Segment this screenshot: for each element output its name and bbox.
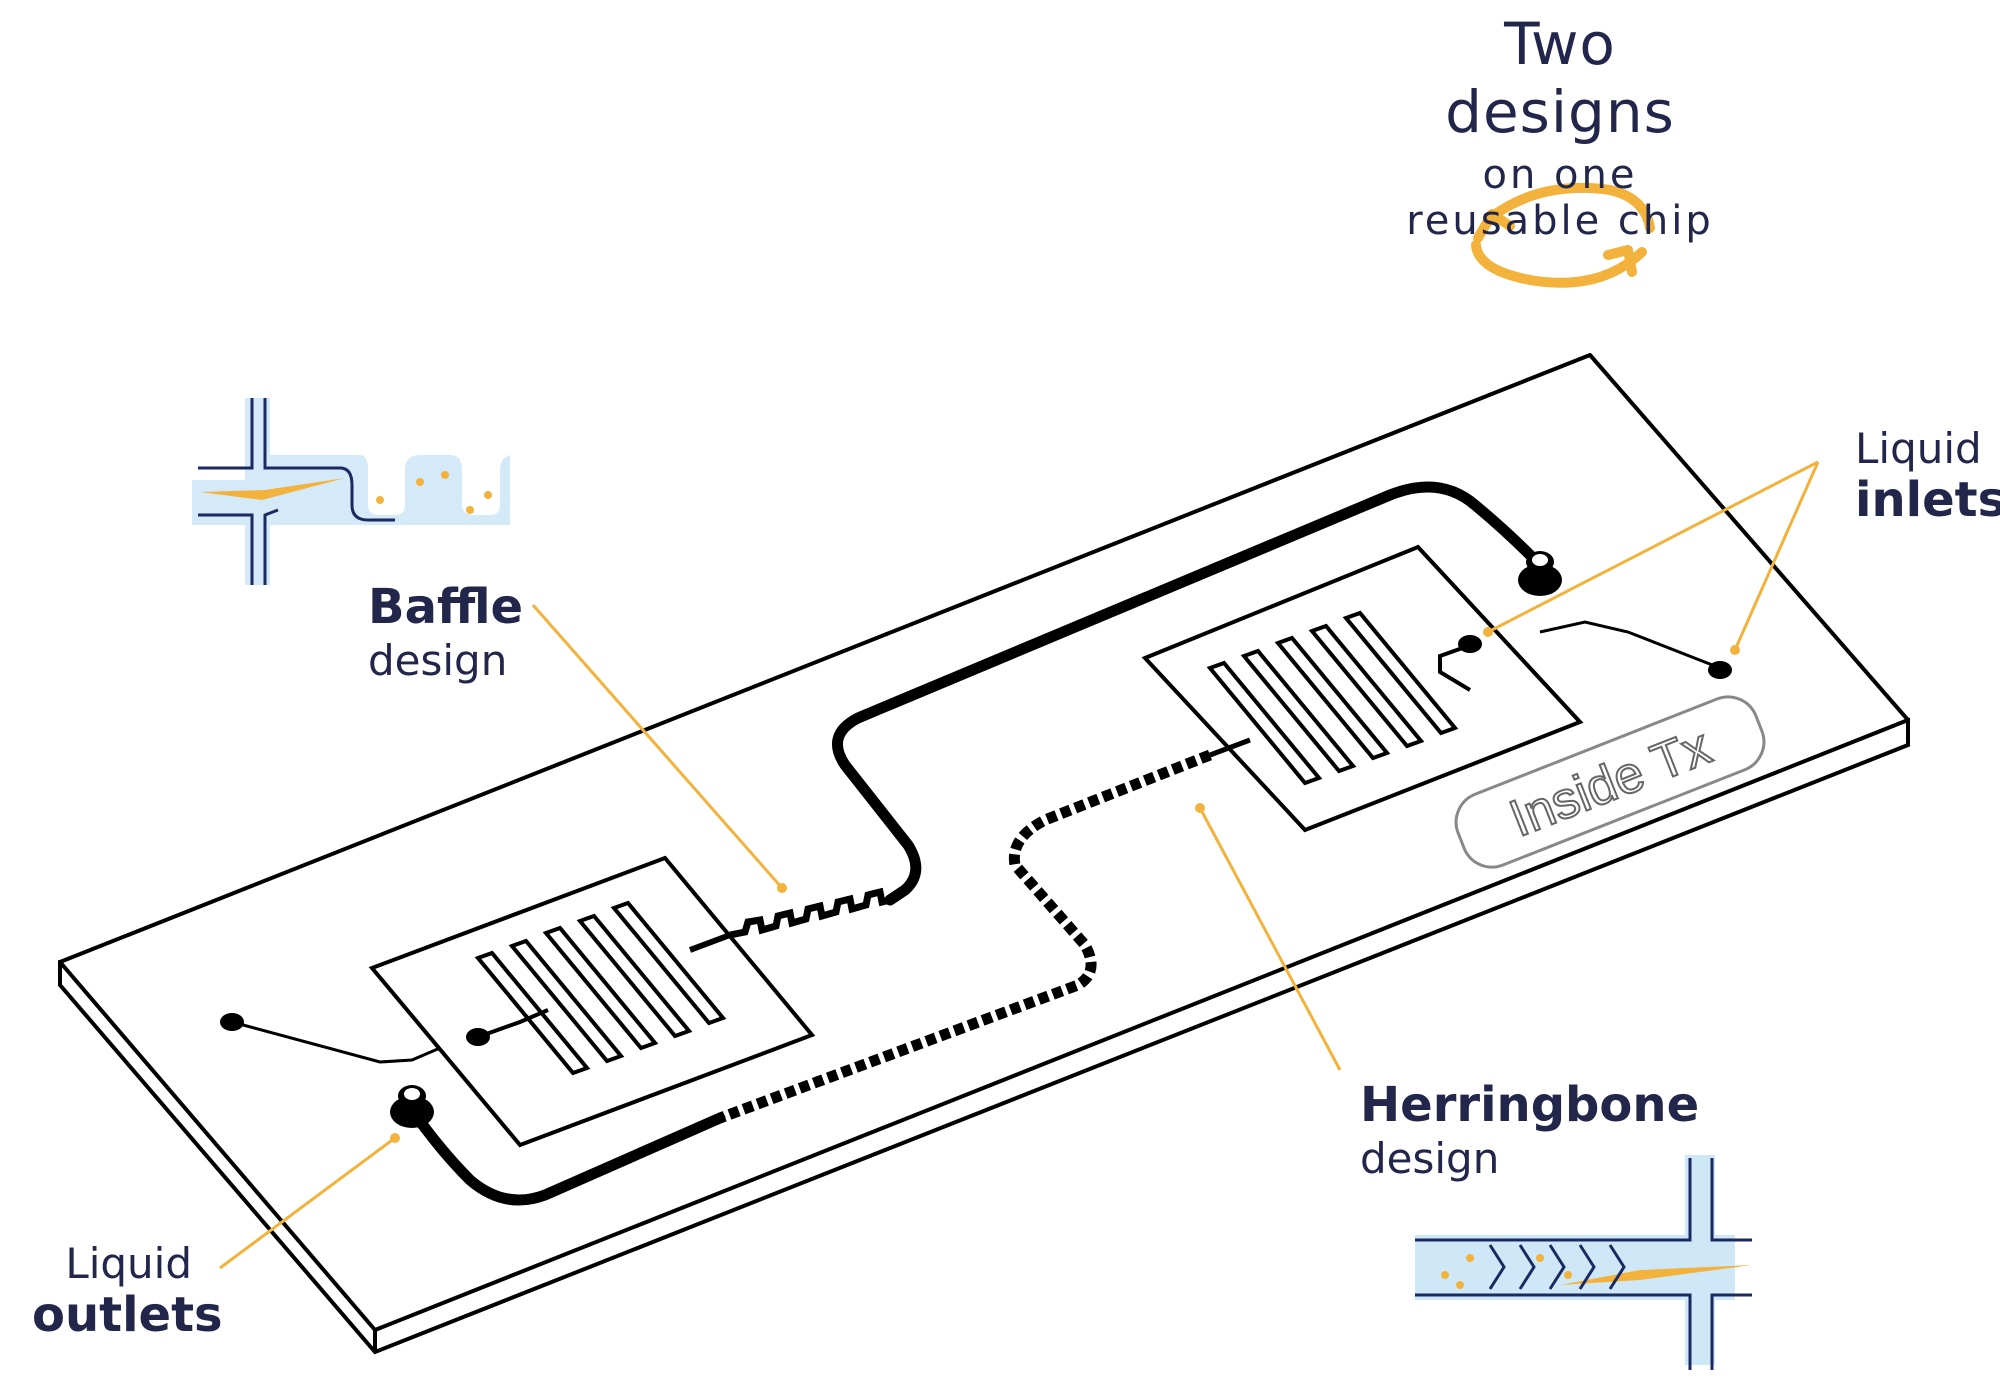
left-mixing-chamber bbox=[368, 855, 816, 1148]
inlets-label: Liquid inlets bbox=[1855, 424, 2000, 529]
herringbone-label: Herringbone design bbox=[1360, 1077, 1700, 1184]
outlets-label-bold: outlets bbox=[32, 1287, 223, 1344]
inlets-label-normal: Liquid bbox=[1855, 424, 1982, 473]
title-line-1: Two designs bbox=[1445, 10, 1675, 146]
swap-arrows-icon bbox=[1471, 183, 1655, 288]
baffle-mixer-icon bbox=[192, 398, 515, 585]
leader-lines bbox=[219, 460, 1820, 1270]
baffle-label-normal: design bbox=[368, 636, 508, 686]
baffle-label: Baffle design bbox=[368, 579, 524, 686]
ports bbox=[220, 551, 1732, 1128]
herringbone-channel bbox=[406, 737, 1251, 1206]
outlets-label-normal: Liquid bbox=[65, 1239, 192, 1288]
inlets-label-bold: inlets bbox=[1855, 472, 2000, 529]
outlets-label: Liquid outlets bbox=[32, 1239, 223, 1344]
herringbone-mixer-icon bbox=[1415, 1155, 1752, 1370]
herringbone-label-normal: design bbox=[1360, 1134, 1500, 1184]
herringbone-label-bold: Herringbone bbox=[1360, 1077, 1700, 1133]
baffle-channel bbox=[688, 481, 1536, 953]
page-title: Two designs on one reusable chip bbox=[1380, 10, 1740, 244]
baffle-label-bold: Baffle bbox=[368, 579, 524, 635]
title-line-2: on one reusable chip bbox=[1406, 152, 1714, 244]
right-mixing-chamber bbox=[1141, 544, 1584, 833]
